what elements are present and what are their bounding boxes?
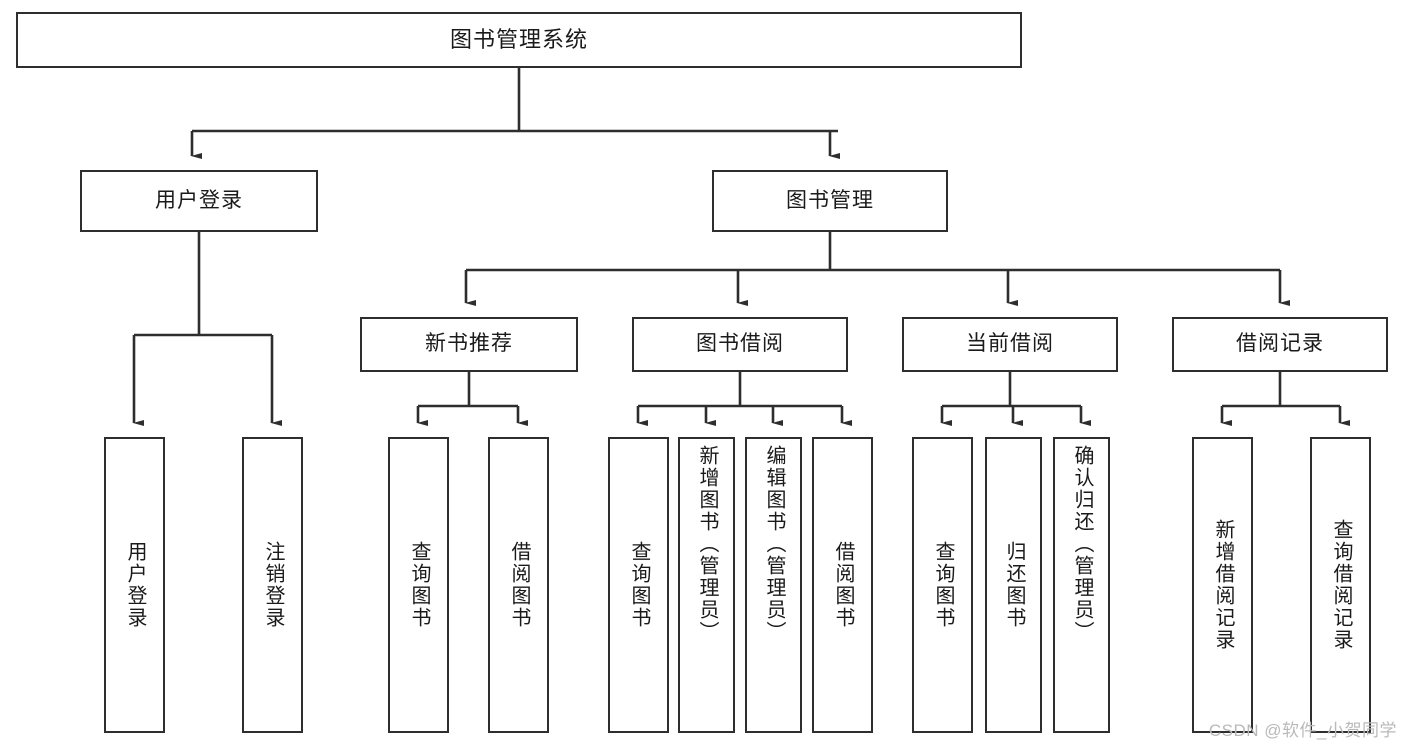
node-borrow-record-label: 借阅记录 xyxy=(1236,332,1324,356)
node-leaf-query-book-current-label: 查询图书 xyxy=(932,541,954,629)
node-current-borrow-label: 当前借阅 xyxy=(966,332,1054,356)
node-user-login[interactable]: 用户登录 xyxy=(80,170,318,232)
node-root-label: 图书管理系统 xyxy=(449,27,588,53)
node-new-book-recommend[interactable]: 新书推荐 xyxy=(360,317,578,372)
node-leaf-query-book-recommend[interactable]: 查询图书 xyxy=(388,437,449,733)
node-user-login-label: 用户登录 xyxy=(155,188,243,212)
node-borrow-record[interactable]: 借阅记录 xyxy=(1172,317,1388,372)
node-book-borrow-label: 图书借阅 xyxy=(696,332,784,356)
node-leaf-query-book-recommend-label: 查询图书 xyxy=(408,541,430,629)
node-leaf-borrow-book-recommend[interactable]: 借阅图书 xyxy=(488,437,549,733)
csdn-watermark: CSDN @软件_小贺同学 xyxy=(1208,721,1397,740)
node-leaf-edit-book[interactable]: 编辑图书（管理员） xyxy=(745,437,802,733)
node-current-borrow[interactable]: 当前借阅 xyxy=(902,317,1118,372)
node-leaf-return-book[interactable]: 归还图书 xyxy=(985,437,1042,733)
node-leaf-query-book-borrow[interactable]: 查询图书 xyxy=(608,437,669,733)
node-new-book-recommend-label: 新书推荐 xyxy=(425,332,513,356)
node-leaf-query-book-borrow-label: 查询图书 xyxy=(628,541,650,629)
node-leaf-query-borrow-record[interactable]: 查询借阅记录 xyxy=(1310,437,1371,733)
node-leaf-return-book-label: 归还图书 xyxy=(1003,541,1025,629)
node-leaf-query-book-current[interactable]: 查询图书 xyxy=(912,437,973,733)
node-leaf-user-login-label: 用户登录 xyxy=(124,541,146,629)
node-leaf-query-borrow-record-label: 查询借阅记录 xyxy=(1330,519,1352,651)
node-leaf-user-login[interactable]: 用户登录 xyxy=(104,437,165,733)
node-leaf-add-book[interactable]: 新增图书（管理员） xyxy=(678,437,735,733)
node-leaf-borrow-book[interactable]: 借阅图书 xyxy=(812,437,873,733)
node-leaf-edit-book-label: 编辑图书（管理员） xyxy=(763,445,785,643)
node-leaf-logout-login[interactable]: 注销登录 xyxy=(242,437,303,733)
node-leaf-borrow-book-label: 借阅图书 xyxy=(832,541,854,629)
node-book-manage-label: 图书管理 xyxy=(786,188,874,212)
node-leaf-borrow-book-recommend-label: 借阅图书 xyxy=(508,541,530,629)
node-leaf-confirm-return[interactable]: 确认归还（管理员） xyxy=(1053,437,1110,733)
node-leaf-add-borrow-record[interactable]: 新增借阅记录 xyxy=(1192,437,1253,733)
node-leaf-add-borrow-record-label: 新增借阅记录 xyxy=(1212,519,1234,651)
node-leaf-confirm-return-label: 确认归还（管理员） xyxy=(1071,445,1093,643)
node-root[interactable]: 图书管理系统 xyxy=(16,12,1022,68)
node-book-borrow[interactable]: 图书借阅 xyxy=(632,317,848,372)
node-leaf-add-book-label: 新增图书（管理员） xyxy=(696,445,718,643)
node-leaf-logout-login-label: 注销登录 xyxy=(262,541,284,629)
node-book-manage[interactable]: 图书管理 xyxy=(712,170,948,232)
